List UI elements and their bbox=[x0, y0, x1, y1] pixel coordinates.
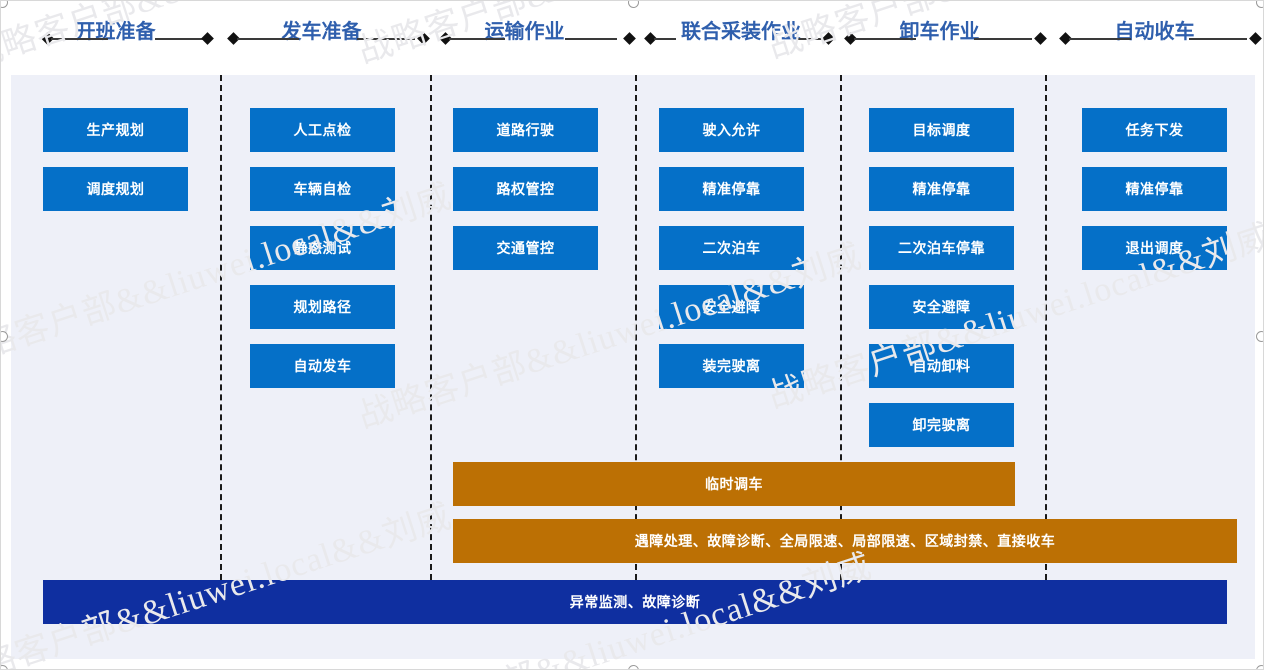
phase-title-6: 自动收车 bbox=[1114, 21, 1195, 43]
phase-title-4: 联合采装作业 bbox=[681, 21, 801, 43]
arrow-line bbox=[237, 38, 299, 40]
step-box-精准停靠[interactable]: 精准停靠 bbox=[659, 167, 804, 211]
phase-arrow-3 bbox=[439, 32, 636, 46]
resize-handle-top-left[interactable] bbox=[1, 1, 8, 8]
phase-header: 开班准备 发车准备 运输作业 联合采装作业 bbox=[1, 1, 1263, 75]
column-separator-1 bbox=[220, 75, 222, 580]
arrow-line bbox=[854, 38, 916, 40]
step-box-车辆自检[interactable]: 车辆自检 bbox=[250, 167, 395, 211]
step-box-驶入允许[interactable]: 驶入允许 bbox=[659, 108, 804, 152]
resize-handle-bottom-right[interactable] bbox=[1256, 665, 1263, 669]
step-box-二次泊车[interactable]: 二次泊车 bbox=[659, 226, 804, 270]
phase-title-5: 卸车作业 bbox=[899, 21, 980, 43]
step-box-自动卸料[interactable]: 自动卸料 bbox=[869, 344, 1014, 388]
step-box-静态测试[interactable]: 静态测试 bbox=[250, 226, 395, 270]
diamond-marker bbox=[822, 32, 835, 45]
arrow-line bbox=[357, 38, 415, 40]
step-box-安全避障[interactable]: 安全避障 bbox=[659, 285, 804, 329]
phase-arrow-6 bbox=[1059, 32, 1262, 46]
diamond-marker bbox=[417, 32, 430, 45]
step-box-退出调度[interactable]: 退出调度 bbox=[1082, 226, 1227, 270]
diamond-marker bbox=[1249, 32, 1262, 45]
diamond-marker bbox=[201, 32, 214, 45]
phase-arrow-1 bbox=[41, 32, 214, 46]
step-box-目标调度[interactable]: 目标调度 bbox=[869, 108, 1014, 152]
arrow-line bbox=[155, 38, 205, 40]
step-box-生产规划[interactable]: 生产规划 bbox=[43, 108, 188, 152]
resize-handle-top-right[interactable] bbox=[1256, 1, 1263, 8]
step-box-道路行驶[interactable]: 道路行驶 bbox=[453, 108, 598, 152]
phase-title-2: 发车准备 bbox=[281, 21, 362, 43]
resize-handle-middle-left[interactable] bbox=[1, 331, 8, 342]
resize-handle-bottom-center[interactable] bbox=[628, 665, 639, 669]
step-box-自动发车[interactable]: 自动发车 bbox=[250, 344, 395, 388]
phase-arrow-4 bbox=[644, 32, 836, 46]
step-box-精准停靠[interactable]: 精准停靠 bbox=[1082, 167, 1227, 211]
resize-handle-top-center[interactable] bbox=[628, 1, 639, 8]
column-separator-4 bbox=[840, 75, 842, 580]
bar-exception-handling[interactable]: 遇障处理、故障诊断、全局限速、局部限速、区域封禁、直接收车 bbox=[453, 519, 1237, 563]
step-box-调度规划[interactable]: 调度规划 bbox=[43, 167, 188, 211]
arrow-line bbox=[1069, 38, 1131, 40]
step-box-任务下发[interactable]: 任务下发 bbox=[1082, 108, 1227, 152]
step-box-路权管控[interactable]: 路权管控 bbox=[453, 167, 598, 211]
resize-handle-bottom-left[interactable] bbox=[1, 665, 8, 669]
column-separator-3 bbox=[635, 75, 637, 580]
arrow-line bbox=[654, 38, 676, 40]
arrow-line bbox=[449, 38, 505, 40]
diamond-marker bbox=[623, 32, 636, 45]
arrow-line bbox=[796, 38, 826, 40]
arrow-line bbox=[565, 38, 617, 40]
arrow-line bbox=[1189, 38, 1247, 40]
step-box-人工点检[interactable]: 人工点检 bbox=[250, 108, 395, 152]
workflow-panel: 生产规划 调度规划 人工点检 车辆自检 静态测试 规划路径 自动发车 道路行驶 … bbox=[11, 75, 1255, 659]
arrow-line bbox=[974, 38, 1032, 40]
diamond-marker bbox=[1034, 32, 1047, 45]
phase-title-3: 运输作业 bbox=[484, 21, 565, 43]
arrow-line bbox=[51, 38, 108, 40]
step-box-卸完驶离[interactable]: 卸完驶离 bbox=[869, 403, 1014, 447]
phase-arrow-5 bbox=[844, 32, 1047, 46]
column-separator-5 bbox=[1045, 75, 1047, 580]
phase-arrow-2 bbox=[227, 32, 430, 46]
column-separator-2 bbox=[430, 75, 432, 580]
bar-temp-dispatch[interactable]: 临时调车 bbox=[453, 462, 1015, 506]
step-box-二次泊车停靠[interactable]: 二次泊车停靠 bbox=[869, 226, 1014, 270]
step-box-规划路径[interactable]: 规划路径 bbox=[250, 285, 395, 329]
phase-title-1: 开班准备 bbox=[75, 21, 156, 43]
resize-handle-middle-right[interactable] bbox=[1256, 331, 1263, 342]
step-box-装完驶离[interactable]: 装完驶离 bbox=[659, 344, 804, 388]
step-box-安全避障[interactable]: 安全避障 bbox=[869, 285, 1014, 329]
step-box-交通管控[interactable]: 交通管控 bbox=[453, 226, 598, 270]
bar-monitoring[interactable]: 异常监测、故障诊断 bbox=[43, 580, 1227, 624]
step-box-精准停靠[interactable]: 精准停靠 bbox=[869, 167, 1014, 211]
